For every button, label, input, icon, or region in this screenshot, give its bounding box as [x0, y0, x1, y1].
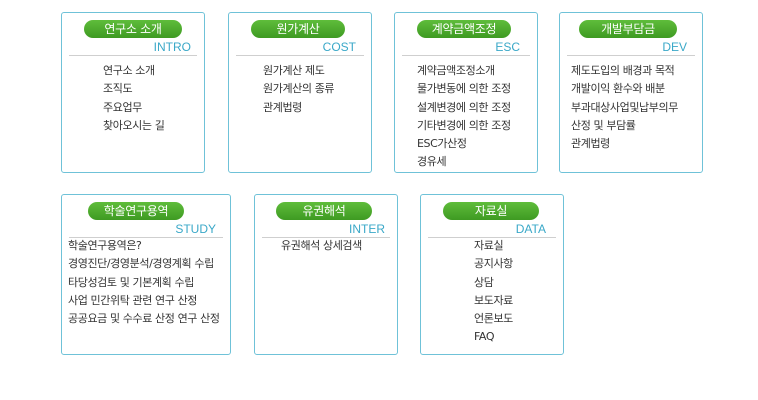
- menu-item[interactable]: ESC가산정: [417, 137, 467, 151]
- card-esc: 계약금액조정 ESC 계약금액조정소개 물가변동에 의한 조정 설계변경에 의한…: [394, 12, 538, 173]
- menu-item[interactable]: 제도도입의 배경과 목적: [571, 64, 675, 77]
- section-title-esc[interactable]: 계약금액조정: [417, 20, 511, 38]
- section-title-dev[interactable]: 개발부담금: [579, 20, 677, 38]
- menu-item[interactable]: 공지사항: [474, 257, 513, 271]
- section-menu-intro: 연구소 소개 조직도 주요업무 찾아오시는 길: [103, 62, 165, 135]
- section-eng-esc: ESC: [495, 40, 520, 54]
- menu-item[interactable]: 부과대상사업및납부의무: [571, 100, 678, 114]
- menu-item[interactable]: 물가변동에 의한 조정: [417, 82, 511, 96]
- section-eng-study: STUDY: [175, 222, 216, 236]
- menu-item[interactable]: FAQ: [474, 330, 495, 344]
- menu-item[interactable]: 사업 민간위탁 관련 연구 산정: [68, 293, 198, 307]
- menu-item[interactable]: 경영진단/경영분석/경영계획 수립: [68, 257, 214, 271]
- section-eng-data: DATA: [515, 222, 546, 236]
- section-divider: [428, 237, 556, 238]
- menu-item[interactable]: 언론보도: [474, 312, 513, 326]
- section-menu-inter: 유권해석 상세검색: [281, 237, 362, 255]
- menu-item[interactable]: 관계법령: [571, 137, 610, 151]
- section-title-inter[interactable]: 유권해석: [276, 202, 372, 220]
- menu-item[interactable]: 관계법령: [263, 100, 302, 114]
- section-title-cost[interactable]: 원가계산: [251, 20, 345, 38]
- card-dev: 개발부담금 DEV 제도도입의 배경과 목적 개발이익 환수와 배분 부과대상사…: [559, 12, 703, 173]
- menu-item[interactable]: 주요업무: [103, 100, 142, 114]
- section-menu-data: 자료실 공지사항 상담 보도자료 언론보도 FAQ: [474, 237, 513, 347]
- menu-item[interactable]: 조직도: [103, 82, 133, 96]
- card-cost: 원가계산 COST 원가계산 제도 원가계산의 종류 관계법령: [228, 12, 372, 173]
- menu-item[interactable]: 연구소 소개: [103, 64, 155, 77]
- menu-item[interactable]: 설계변경에 의한 조정: [417, 100, 511, 114]
- section-divider: [402, 55, 530, 56]
- menu-item[interactable]: 타당성검토 및 기본계획 수립: [68, 275, 194, 289]
- section-title-study[interactable]: 학술연구용역: [88, 202, 184, 220]
- card-intro: 연구소 소개 INTRO 연구소 소개 조직도 주요업무 찾아오시는 길: [61, 12, 205, 173]
- menu-item[interactable]: 학술연구용역은?: [68, 239, 142, 252]
- section-menu-esc: 계약금액조정소개 물가변동에 의한 조정 설계변경에 의한 조정 기타변경에 의…: [417, 62, 511, 172]
- menu-item[interactable]: 계약금액조정소개: [417, 64, 495, 77]
- section-eng-intro: INTRO: [153, 40, 191, 54]
- card-data: 자료실 DATA 자료실 공지사항 상담 보도자료 언론보도 FAQ: [420, 194, 564, 355]
- section-divider: [69, 237, 223, 238]
- section-title-intro[interactable]: 연구소 소개: [84, 20, 182, 38]
- section-divider: [262, 237, 390, 238]
- menu-item[interactable]: 상담: [474, 275, 494, 289]
- menu-item[interactable]: 기타변경에 의한 조정: [417, 118, 511, 132]
- section-eng-inter: INTER: [349, 222, 385, 236]
- menu-item[interactable]: 보도자료: [474, 293, 513, 307]
- section-menu-dev: 제도도입의 배경과 목적 개발이익 환수와 배분 부과대상사업및납부의무 산정 …: [571, 62, 678, 153]
- menu-item[interactable]: 원가계산의 종류: [263, 82, 335, 96]
- menu-item[interactable]: 자료실: [474, 239, 504, 252]
- section-eng-dev: DEV: [662, 40, 687, 54]
- menu-item[interactable]: 유권해석 상세검색: [281, 239, 362, 252]
- menu-item[interactable]: 찾아오시는 길: [103, 118, 165, 132]
- section-title-data[interactable]: 자료실: [443, 202, 539, 220]
- menu-item[interactable]: 개발이익 환수와 배분: [571, 82, 665, 96]
- section-menu-study: 학술연구용역은? 경영진단/경영분석/경영계획 수립 타당성검토 및 기본계획 …: [68, 237, 220, 328]
- card-inter: 유권해석 INTER 유권해석 상세검색: [254, 194, 398, 355]
- section-divider: [236, 55, 364, 56]
- menu-item[interactable]: 원가계산 제도: [263, 64, 325, 77]
- section-divider: [567, 55, 695, 56]
- section-eng-cost: COST: [322, 40, 356, 54]
- menu-item[interactable]: 경유세: [417, 155, 447, 169]
- section-menu-cost: 원가계산 제도 원가계산의 종류 관계법령: [263, 62, 335, 117]
- section-divider: [69, 55, 197, 56]
- card-study: 학술연구용역 STUDY 학술연구용역은? 경영진단/경영분석/경영계획 수립 …: [61, 194, 231, 355]
- menu-item[interactable]: 산정 및 부담률: [571, 118, 636, 132]
- menu-item[interactable]: 공공요금 및 수수료 산정 연구 산정: [68, 312, 220, 326]
